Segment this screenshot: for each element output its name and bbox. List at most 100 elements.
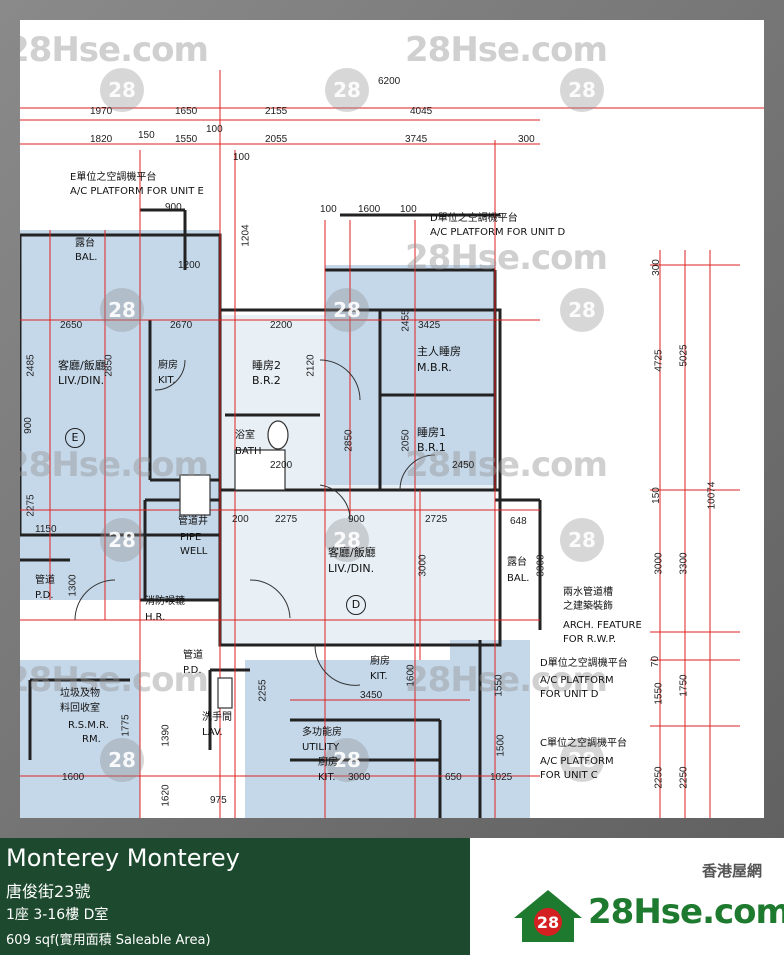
dim-label: 2275: [25, 494, 37, 517]
dim-label: 2670: [170, 320, 193, 331]
dim-label: 1775: [120, 714, 132, 737]
brand-logo[interactable]: 28 28Hse.com: [510, 888, 784, 944]
dim-label: 3745: [405, 134, 428, 145]
bedroom-fill: [325, 265, 495, 485]
balcony-d-label-en: BAL.: [507, 573, 530, 584]
ac-platform-d-top-label-cn: D單位之空調機平台: [430, 213, 518, 224]
refuse-room-label-cn2: 料回收室: [60, 703, 100, 714]
dim-label: 1600: [405, 664, 417, 687]
rwp-feature-label-cn2: 之建築裝飾: [563, 601, 613, 612]
dim-label: 3000: [653, 552, 665, 575]
watermark-badge: 28: [325, 738, 369, 782]
watermark-badge: 28: [325, 68, 369, 112]
house-icon: 28: [514, 890, 582, 942]
floor-plan-drawing: [20, 70, 764, 818]
pipe-duct-label-en: P.D.: [35, 590, 54, 601]
unit-c-fill: [245, 660, 450, 818]
watermark-badge: 28: [325, 288, 369, 332]
dim-label: 3425: [418, 320, 441, 331]
dim-label: 1750: [678, 674, 690, 697]
dim-label: 150: [650, 487, 662, 504]
pipe-well-label-en2: WELL: [180, 546, 208, 557]
liv-din-e-label-cn: 客廳/飯廳: [58, 359, 106, 372]
dim-label: 1150: [35, 524, 57, 535]
watermark-badge: 28: [560, 68, 604, 112]
dim-label: 3000: [417, 554, 429, 577]
dim-label: 1390: [160, 724, 172, 747]
dim-label: 100: [206, 124, 223, 135]
dim-label: 2850: [103, 354, 115, 377]
brand-panel: 香港屋網 28 28Hse.com: [470, 838, 784, 955]
dim-label: 2250: [678, 766, 690, 789]
dim-label: 200: [232, 514, 249, 525]
dim-label: 1550: [653, 682, 665, 705]
dim-label: 900: [22, 417, 34, 434]
dim-label: 2120: [305, 354, 317, 377]
dim-label: 1500: [495, 734, 507, 757]
dim-label: 2155: [265, 106, 288, 117]
dim-label: 2455: [400, 309, 412, 332]
dim-label: 150: [138, 130, 155, 141]
dim-label: 1650: [175, 106, 198, 117]
ac-platform-d-label-en1: A/C PLATFORM: [540, 675, 614, 686]
refuse-room-label-en: R.S.M.R.: [68, 720, 109, 731]
watermark-badge: 28: [100, 68, 144, 112]
dim-label: 3300: [678, 552, 690, 575]
dim-label: 1970: [90, 106, 113, 117]
dim-label: 3300: [535, 554, 547, 577]
dim-label: 300: [518, 134, 535, 145]
saleable-area: 609 sqf(實用面積 Saleable Area): [6, 933, 211, 948]
liv-din-d-label-en: LIV./DIN.: [328, 562, 375, 575]
bedroom-2-label-en: B.R.2: [252, 374, 281, 387]
dim-label: 100: [233, 152, 250, 163]
dim-label: 6200: [378, 76, 401, 87]
utility-label-en: UTILITY: [302, 742, 340, 753]
bedroom-2-label-cn: 睡房2: [252, 359, 281, 372]
dim-label: 2725: [425, 514, 448, 525]
dim-label: 10074: [706, 481, 718, 510]
unit-e-fill: [20, 230, 220, 600]
dim-label: 900: [348, 514, 365, 525]
rwp-feature-label-en2: FOR R.W.P.: [563, 634, 617, 645]
dim-label: 1204: [240, 224, 252, 247]
kitchen-e-label-en: KIT.: [158, 375, 176, 386]
dim-label: 2200: [270, 320, 293, 331]
dim-label: 2850: [343, 429, 355, 452]
unit-d-marker: D: [346, 595, 366, 615]
balcony-d-label-cn: 露台: [507, 557, 527, 568]
ac-platform-e-label-cn: E單位之空調機平台: [70, 172, 157, 183]
dim-label: 1600: [62, 772, 85, 783]
dim-label: 300: [650, 259, 662, 276]
watermark-badge: 28: [100, 288, 144, 332]
dim-label: 1200: [178, 260, 201, 271]
dim-label: 3450: [360, 690, 383, 701]
dim-label: 1600: [358, 204, 381, 215]
master-bedroom-label-en: M.B.R.: [417, 361, 452, 374]
pipe-well-label-cn: 管道井: [178, 516, 208, 527]
dim-label: 975: [210, 795, 227, 806]
dim-label: 1620: [160, 784, 172, 807]
kitchen-c-label-cn: 廚房: [318, 757, 338, 768]
kitchen-d-label-cn: 廚房: [370, 656, 390, 667]
bedroom-1-label-cn: 睡房1: [417, 426, 446, 439]
lavatory-label-cn: 洗手間: [202, 712, 232, 723]
estate-address: 唐俊街23號: [6, 882, 91, 901]
listing-info-panel: Monterey Monterey 唐俊街23號 1座 3-16樓 D室 609…: [0, 838, 470, 955]
dim-label: 1820: [90, 134, 113, 145]
hose-reel-label-en: H.R.: [145, 612, 166, 623]
watermark-badge: 28: [560, 738, 604, 782]
rwp-feature-label-cn1: 兩水管道槽: [563, 587, 613, 598]
unit-info: 1座 3-16樓 D室: [6, 907, 109, 923]
kitchen-c-label-en: KIT.: [318, 772, 336, 783]
dim-label: 648: [510, 516, 527, 527]
refuse-room-label-rm: RM.: [82, 734, 101, 745]
unit-c-right-fill: [450, 640, 530, 818]
ac-platform-d-label-en2: FOR UNIT D: [540, 689, 599, 700]
ac-platform-d-top-label-en: A/C PLATFORM FOR UNIT D: [430, 227, 566, 238]
ac-platform-c-label-cn: C單位之空調機平台: [540, 738, 627, 749]
unit-e-marker: E: [65, 428, 85, 448]
kitchen-e-label-cn: 廚房: [158, 360, 178, 371]
pipe-duct-2-label-cn: 管道: [183, 650, 203, 661]
lavatory-label-en: LAV.: [202, 727, 223, 738]
ac-platform-c-label-en2: FOR UNIT C: [540, 770, 598, 781]
